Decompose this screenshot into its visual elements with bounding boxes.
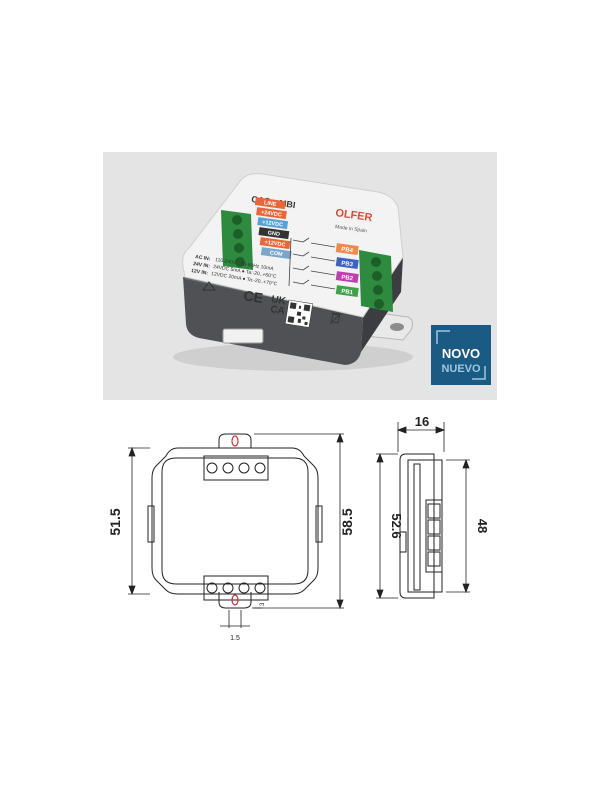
dim-side-height-outer: 52.6 bbox=[389, 513, 404, 538]
side-view bbox=[399, 453, 443, 599]
qr-code bbox=[284, 299, 313, 328]
spec-label-ac: AC IN: bbox=[195, 254, 211, 262]
clip bbox=[222, 328, 264, 344]
terminal-label-right-2: PB2 bbox=[335, 271, 359, 284]
bin-icon bbox=[329, 312, 342, 324]
terminal-label-text: +12VDC bbox=[262, 220, 284, 229]
terminal-label-text: +24VDC bbox=[261, 210, 283, 219]
ukca-mark-top: UK bbox=[271, 294, 288, 307]
terminal-label-left-0: LINE bbox=[254, 197, 286, 210]
terminal-label-text: +12VDC bbox=[264, 240, 286, 249]
terminal-label-left-2: +12VDC bbox=[257, 217, 289, 230]
terminal-label-text: COM bbox=[269, 250, 283, 258]
spec-label-24v: 24V IN: bbox=[193, 261, 211, 270]
terminal-label-text: PB1 bbox=[341, 289, 354, 297]
front-dimensions bbox=[128, 432, 344, 628]
dim-side-height-inner: 48 bbox=[475, 519, 490, 533]
terminal-label-left-5: COM bbox=[260, 247, 292, 260]
ukca-mark-bottom: CA bbox=[270, 304, 286, 317]
terminal-label-right-0: PB4 bbox=[335, 243, 359, 256]
terminal-label-left-3: GND bbox=[258, 227, 290, 240]
warning-icon bbox=[202, 281, 216, 291]
dim-height-front: 58.5 bbox=[339, 508, 355, 535]
badge-line1: NOVO bbox=[442, 346, 480, 361]
side-dimensions bbox=[376, 422, 470, 600]
terminal-label-right-1: PB3 bbox=[335, 257, 359, 270]
terminal-label-left-4: +12VDC bbox=[259, 237, 291, 250]
terminal-label-right-3: PB1 bbox=[335, 285, 359, 298]
dim-ear-offset: 3 bbox=[260, 602, 266, 606]
dim-width-front: 51.5 bbox=[107, 508, 123, 535]
dim-side-depth: 16 bbox=[415, 414, 429, 429]
wiring-diagram bbox=[288, 237, 336, 290]
product-photo: CAS▲MBI OLFER Made in Spain LINE+24VDC+1… bbox=[103, 152, 497, 400]
certification-marks: CE UK CA bbox=[202, 281, 342, 328]
front-view-accents bbox=[231, 435, 239, 606]
terminal-block-left bbox=[221, 210, 253, 270]
terminal-label-text: LINE bbox=[264, 200, 278, 208]
olfer-logo: OLFER bbox=[335, 207, 374, 224]
front-view bbox=[147, 433, 323, 609]
terminal-block-right bbox=[359, 250, 393, 312]
dimension-drawing: 51.5 58.5 3 1.5 16 52.6 48 bbox=[107, 414, 490, 642]
new-badge: NOVO NUEVO bbox=[431, 325, 491, 385]
terminal-label-text: PB2 bbox=[341, 275, 354, 283]
ce-mark: CE bbox=[243, 287, 265, 306]
spec-label-12v: 12V IN: bbox=[191, 268, 209, 277]
terminal-label-left-1: +24VDC bbox=[256, 207, 287, 220]
terminal-label-text: PB3 bbox=[341, 261, 354, 269]
dim-hole: 1.5 bbox=[230, 635, 240, 642]
badge-line2: NUEVO bbox=[441, 363, 481, 375]
terminal-label-text: GND bbox=[267, 230, 280, 238]
made-in-label: Made in Spain bbox=[335, 224, 368, 234]
terminal-label-text: PB4 bbox=[341, 247, 354, 255]
